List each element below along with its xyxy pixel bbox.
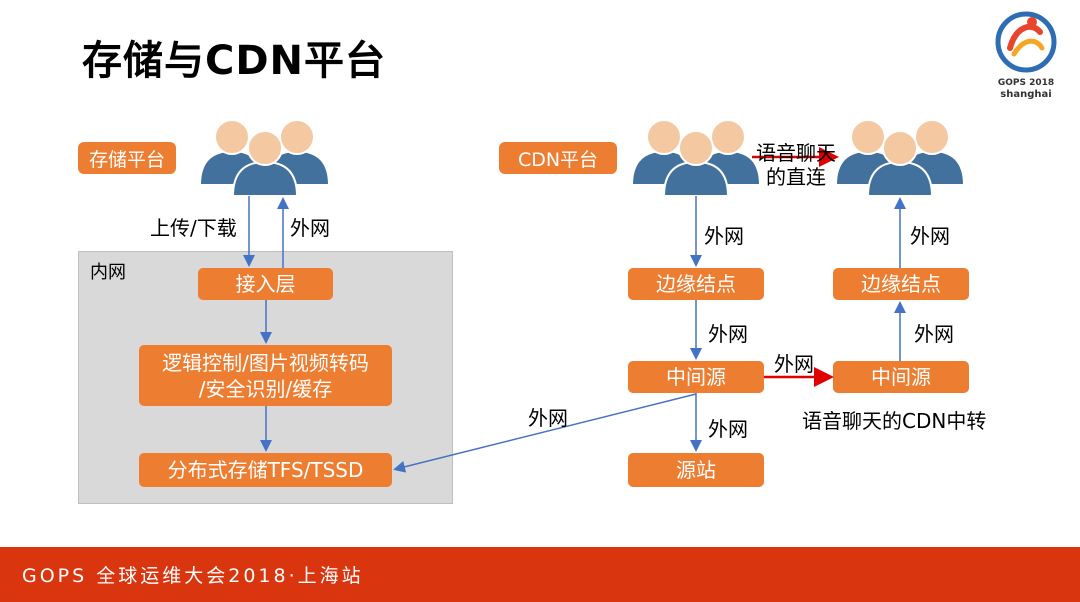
- logic-control-box: 逻辑控制/图片视频转码 /安全识别/缓存: [139, 345, 392, 406]
- cdn-extnet-label-2: 外网: [708, 322, 748, 346]
- logic-line-1: 逻辑控制/图片视频转码: [162, 350, 369, 375]
- access-layer-box: 接入层: [198, 268, 333, 300]
- distributed-storage-box: 分布式存储TFS/TSSD: [139, 453, 392, 487]
- page-title: 存储与CDN平台: [82, 38, 387, 84]
- left-edge-node-box: 边缘结点: [628, 268, 764, 300]
- direct-chat-line-2: 的直连: [766, 165, 826, 189]
- footer-banner: GOPS 全球运维大会2018·上海站: [0, 547, 1080, 602]
- intranet-label: 内网: [90, 262, 126, 283]
- cross-extnet-label: 外网: [528, 406, 568, 430]
- storage-users-icon: [199, 119, 330, 197]
- cdn-extnet-label-1: 外网: [704, 224, 744, 248]
- cdn-extnet-mid-label: 外网: [774, 352, 814, 376]
- storage-extnet-label: 外网: [290, 216, 330, 240]
- direct-chat-label: 语音聊天 的直连: [756, 141, 836, 189]
- cdn-platform-tag: CDN平台: [499, 142, 617, 174]
- direct-chat-line-1: 语音聊天: [756, 141, 836, 165]
- cdn-users-right-icon: [835, 119, 965, 197]
- cdn-extnet-label-3: 外网: [708, 417, 748, 441]
- logo-year: GOPS 2018: [997, 78, 1055, 88]
- upload-download-label: 上传/下载: [150, 216, 237, 240]
- logo-city: shanghai: [1000, 89, 1052, 100]
- mid-to-storage-arrow: [393, 393, 697, 473]
- right-mid-source-box: 中间源: [833, 361, 969, 393]
- cdn-relay-label: 语音聊天的CDN中转: [802, 409, 987, 433]
- logic-line-2: /安全识别/缓存: [198, 376, 333, 401]
- cdn-users-left-icon: [631, 119, 761, 197]
- left-mid-source-box: 中间源: [628, 361, 764, 393]
- right-edge-node-box: 边缘结点: [833, 268, 969, 300]
- storage-platform-tag: 存储平台: [78, 142, 176, 174]
- gops-logo: GOPS 2018 shanghai: [992, 8, 1060, 102]
- origin-station-box: 源站: [628, 453, 764, 487]
- gops-logo-icon: [995, 11, 1057, 73]
- cdn-extnet-right-label-1: 外网: [910, 224, 950, 248]
- cdn-extnet-right-label-2: 外网: [914, 322, 954, 346]
